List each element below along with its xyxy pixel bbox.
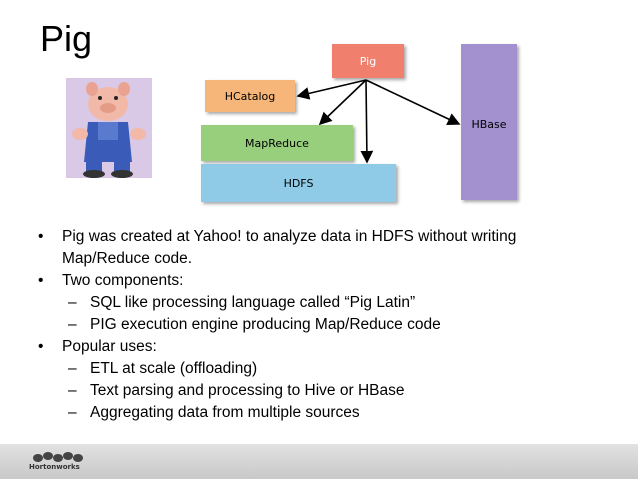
bullet-list: Pig was created at Yahoo! to analyze dat…: [34, 226, 594, 424]
arrow-to-hbase: [365, 79, 461, 125]
bullet-item: Popular uses:: [34, 336, 594, 358]
hdfs-box: HDFS: [201, 164, 396, 202]
sub-bullet-item: –Aggregating data from multiple sources: [68, 404, 360, 421]
sub-bullet-item: –ETL at scale (offloading): [68, 360, 258, 377]
sub-bullet-item: –PIG execution engine producing Map/Redu…: [68, 316, 441, 333]
bullet-text: Pig was created at Yahoo! to analyze dat…: [62, 228, 517, 267]
slide-title: Pig: [40, 18, 93, 59]
arrow-to-hdfs: [360, 79, 374, 164]
arrow-to-mapreduce: [318, 79, 367, 126]
pig-box: Pig: [332, 44, 404, 78]
bullet-text: PIG execution engine producing Map/Reduc…: [90, 316, 441, 333]
arrow-to-hcatalog: [296, 79, 367, 100]
footer-brand: Hortonworks: [29, 463, 80, 471]
bullet-text: Aggregating data from multiple sources: [90, 404, 360, 421]
bullet-text: Text parsing and processing to Hive or H…: [90, 382, 405, 399]
hortonworks-logo-icon: [33, 452, 83, 462]
bullet-text: Popular uses:: [62, 338, 157, 355]
bullet-text: SQL like processing language called “Pig…: [90, 294, 416, 311]
mapreduce-box: MapReduce: [201, 125, 353, 161]
bullet-text: ETL at scale (offloading): [90, 360, 258, 377]
footer-bar: Hortonworks: [0, 444, 638, 479]
hbase-box: HBase: [461, 44, 517, 200]
pig-mascot-image: [66, 78, 152, 178]
sub-bullet-item: –Text parsing and processing to Hive or …: [68, 382, 405, 399]
bullet-item: Two components:: [34, 270, 594, 292]
hcatalog-box: HCatalog: [205, 80, 295, 112]
sub-bullet-item: –SQL like processing language called “Pi…: [68, 294, 416, 311]
bullet-item: Pig was created at Yahoo! to analyze dat…: [34, 226, 594, 270]
bullet-text: Two components:: [62, 272, 184, 289]
